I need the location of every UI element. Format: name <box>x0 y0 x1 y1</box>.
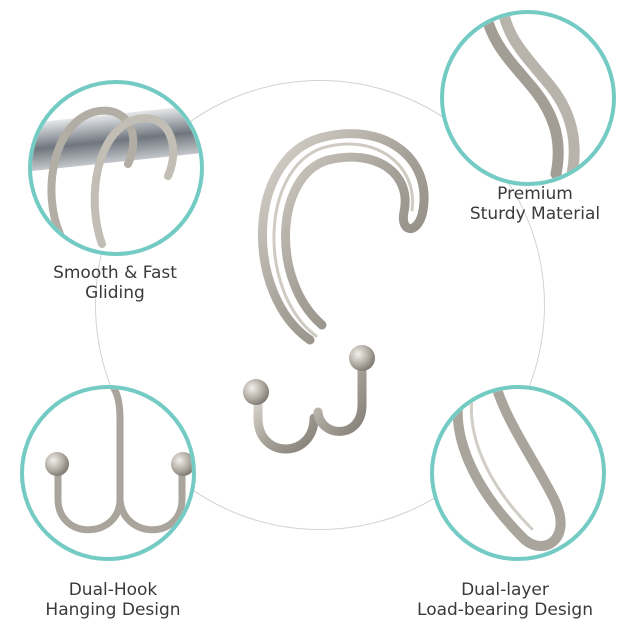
caption-line: Load-bearing Design <box>417 600 593 620</box>
caption-line: Hanging Design <box>45 600 181 620</box>
caption-line: Sturdy Material <box>469 204 601 224</box>
caption-dual-hook: Dual-Hook Hanging Design <box>3 580 223 620</box>
caption-line: Smooth & Fast <box>53 263 177 283</box>
dual-layer-image <box>452 389 566 551</box>
detail-bubble-gliding <box>28 80 204 256</box>
detail-bubble-dual-hook <box>20 385 196 561</box>
wire-closeup-image <box>480 14 580 180</box>
caption-material: Premium Sturdy Material <box>425 184 640 224</box>
dual-hook-image <box>45 389 192 534</box>
detail-bubble-material <box>440 10 616 186</box>
center-circle-outline <box>95 80 545 530</box>
main-hook-image <box>243 129 429 454</box>
caption-line: Premium <box>497 184 573 204</box>
detail-bubble-dual-layer <box>430 385 606 561</box>
rod-hooks-image <box>32 104 200 248</box>
caption-dual-layer: Dual-layer Load-bearing Design <box>395 580 615 620</box>
caption-gliding: Smooth & Fast Gliding <box>5 263 225 303</box>
caption-line: Dual-Hook <box>68 580 158 600</box>
caption-line: Gliding <box>85 283 145 303</box>
caption-line: Dual-layer <box>461 580 549 600</box>
